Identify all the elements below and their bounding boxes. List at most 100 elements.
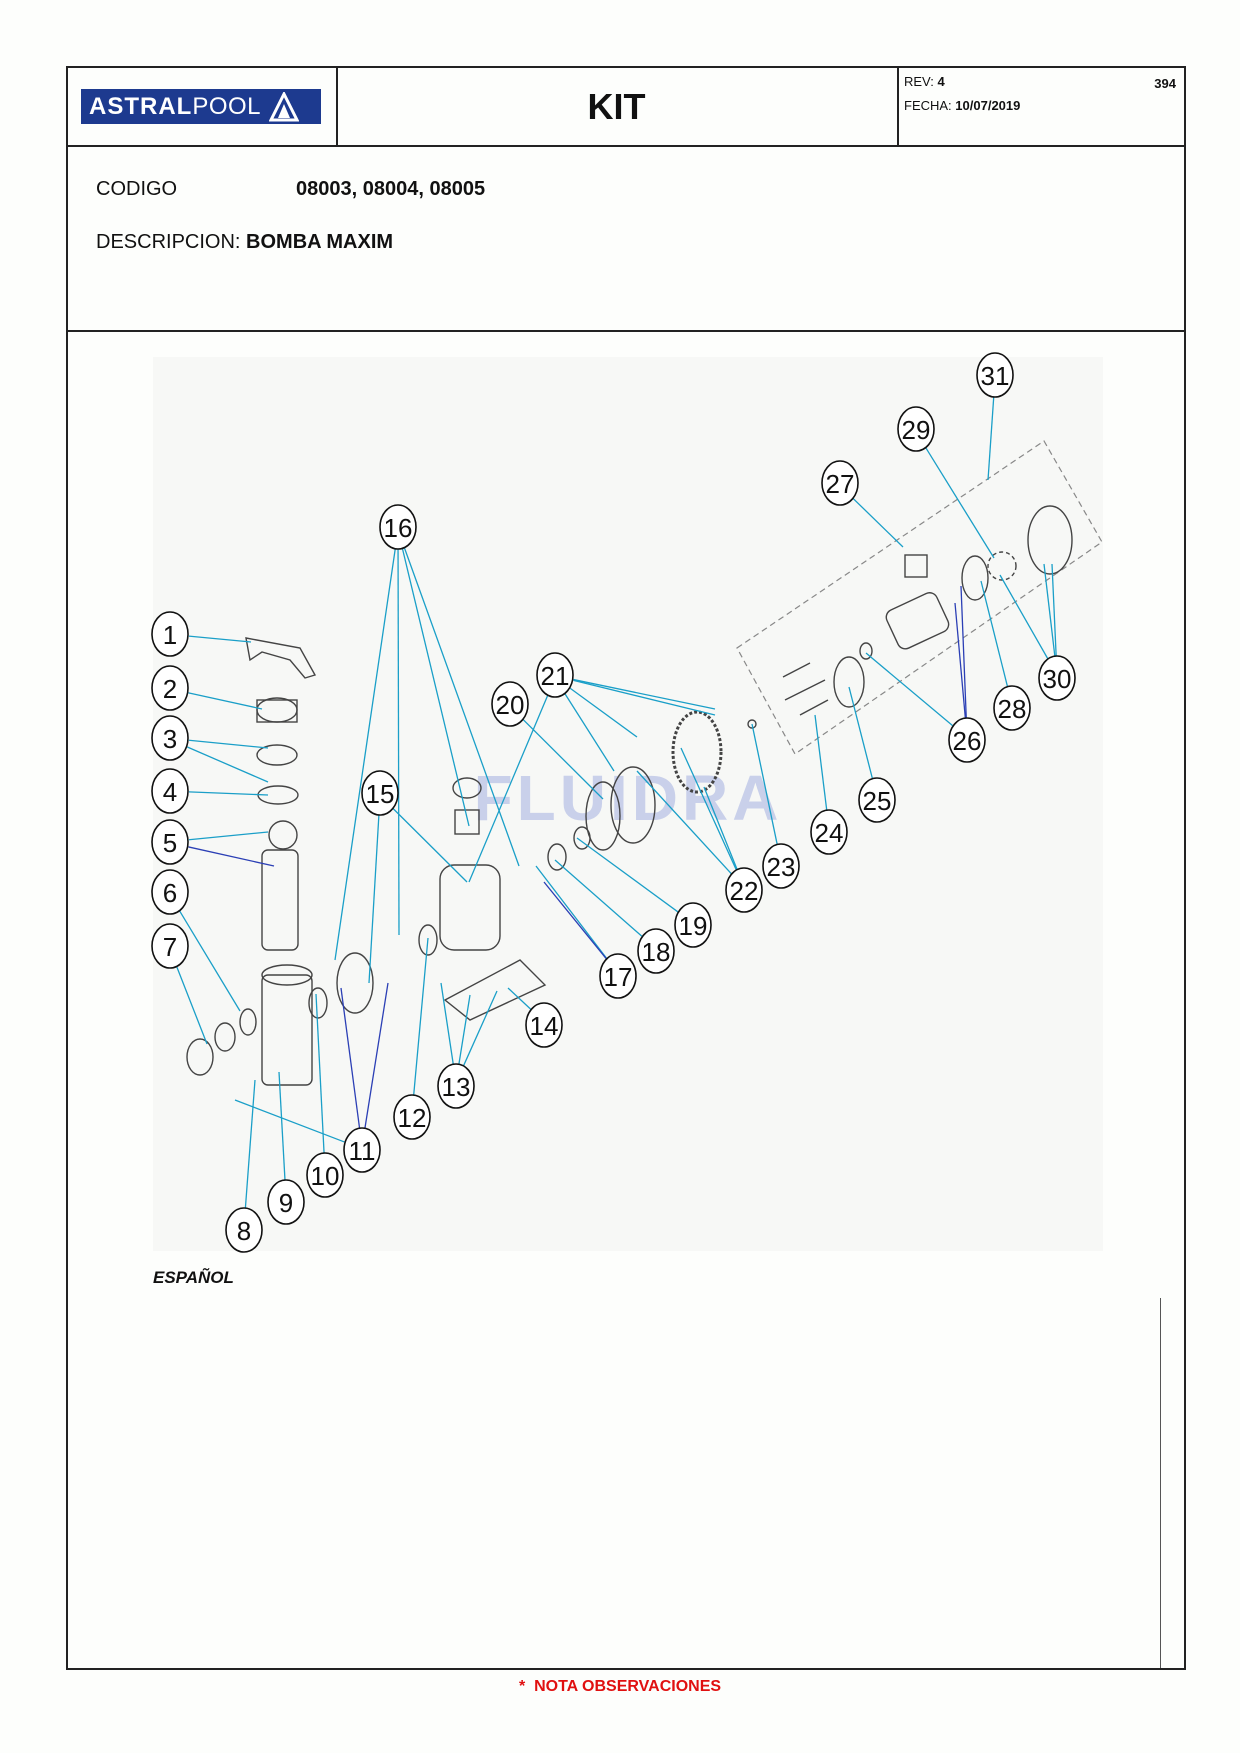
part-lid	[256, 744, 298, 766]
callout-number: 28	[998, 694, 1027, 724]
leader-line	[751, 723, 778, 845]
leader-line	[535, 865, 608, 959]
callout-number: 1	[163, 620, 177, 650]
callout-8: 8	[225, 1207, 263, 1253]
logo-text-light: POOL	[192, 92, 262, 120]
callout-circle	[393, 1094, 431, 1140]
part-outlet-nut	[452, 777, 482, 799]
callout-16: 16	[379, 504, 417, 550]
callout-circle	[343, 1127, 381, 1173]
leader-line	[315, 993, 325, 1154]
leader-line	[413, 937, 429, 1096]
callout-23: 23	[762, 843, 800, 889]
leader-line	[188, 791, 269, 796]
leader-line	[368, 814, 380, 984]
callout-circle	[361, 770, 399, 816]
callout-15: 15	[361, 770, 399, 816]
callout-24: 24	[810, 809, 848, 855]
leader-line	[392, 808, 468, 883]
leader-line	[403, 547, 520, 867]
callout-number: 7	[163, 932, 177, 962]
callout-21: 21	[536, 652, 574, 698]
leader-line	[507, 987, 532, 1010]
callout-12: 12	[393, 1094, 431, 1140]
part-prefilter-top	[261, 964, 313, 986]
callout-circle	[306, 1152, 344, 1198]
callout-circle	[225, 1207, 263, 1253]
part-basket	[261, 849, 299, 951]
language-label: ESPAÑOL	[153, 1268, 234, 1287]
leader-line	[187, 746, 269, 783]
callout-number: 8	[237, 1216, 251, 1246]
callout-4: 4	[151, 768, 189, 814]
part-impeller-cover	[671, 710, 723, 794]
leader-line	[848, 686, 874, 779]
callout-11: 11	[343, 1127, 381, 1173]
callout-circle	[725, 867, 763, 913]
callout-5: 5	[151, 819, 189, 865]
callout-circle	[267, 1179, 305, 1225]
part-nut-body	[256, 699, 298, 723]
part-gasket	[239, 1008, 257, 1036]
callout-number: 24	[815, 818, 844, 848]
part-motor-flange	[833, 656, 865, 708]
callout-26: 26	[948, 717, 986, 763]
callout-circle	[151, 665, 189, 711]
descripcion-value: BOMBA MAXIM	[246, 231, 394, 253]
leader-line	[234, 1099, 345, 1143]
fecha-label: FECHA:	[904, 98, 952, 113]
callout-circle	[976, 352, 1014, 398]
part-union	[214, 1022, 236, 1052]
callout-number: 27	[826, 469, 855, 499]
callout-circle	[491, 681, 529, 727]
leader-line	[554, 859, 643, 937]
callout-circle	[151, 819, 189, 865]
callout-number: 6	[163, 878, 177, 908]
part-bearing	[859, 642, 873, 660]
part-bolt	[799, 699, 829, 716]
leader-line	[458, 994, 471, 1065]
document-title: KIT	[336, 68, 899, 145]
callout-circle	[674, 902, 712, 948]
part-union-nut	[186, 1038, 214, 1076]
callout-circle	[637, 928, 675, 974]
callout-circle	[151, 715, 189, 761]
callout-number: 11	[349, 1136, 376, 1166]
leader-line	[925, 447, 995, 559]
codigo-value: 08003, 08004, 08005	[296, 178, 486, 200]
leader-line	[278, 1071, 286, 1181]
callout-number: 3	[163, 724, 177, 754]
callout-circle	[437, 1063, 475, 1109]
callout-circle	[151, 869, 189, 915]
leader-line	[462, 990, 498, 1067]
callout-number: 9	[279, 1188, 293, 1218]
fecha-value: 10/07/2019	[955, 98, 1021, 113]
page-number: 394	[1154, 76, 1176, 91]
note-asterisk: *	[518, 1678, 526, 1695]
callout-circle	[810, 809, 848, 855]
leader-line	[340, 987, 361, 1129]
leader-line	[564, 693, 615, 772]
callout-25: 25	[858, 777, 896, 823]
callout-20: 20	[491, 681, 529, 727]
section-divider	[68, 330, 1184, 332]
callout-number: 26	[953, 726, 982, 756]
callout-2: 2	[151, 665, 189, 711]
part-rear-cover	[961, 555, 989, 601]
callout-circle	[948, 717, 986, 763]
part-capacitor	[904, 554, 928, 578]
leader-line	[960, 585, 967, 719]
callout-number: 19	[679, 911, 708, 941]
callouts: 1234567891011121314151617181920212223242…	[151, 352, 1076, 1253]
callout-31: 31	[976, 352, 1014, 398]
descripcion-label: DESCRIPCION:	[96, 231, 241, 253]
leader-line	[543, 881, 607, 960]
vertical-rule	[1160, 1298, 1161, 1668]
part-oring-10	[308, 987, 328, 1019]
callout-circle	[151, 611, 189, 657]
part-pump-body	[439, 864, 501, 951]
callout-13: 13	[437, 1063, 475, 1109]
leader-line	[680, 747, 737, 871]
